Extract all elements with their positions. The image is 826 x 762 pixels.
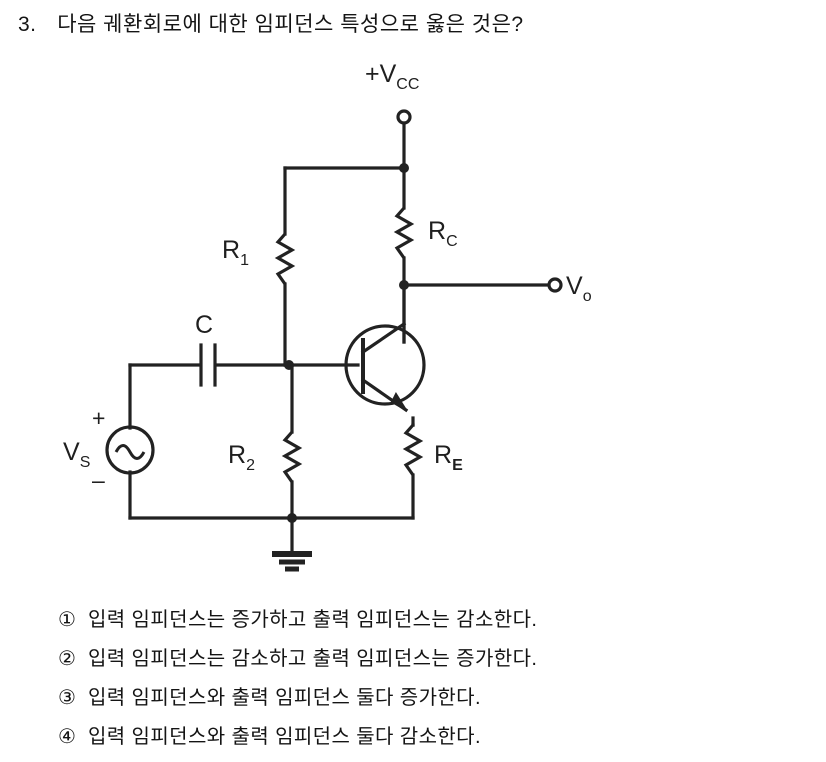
rc-label: RC: [428, 217, 458, 250]
ac-source-symbol: [105, 425, 155, 475]
source-minus-sign: –: [92, 467, 105, 493]
question-number: 3.: [18, 13, 37, 36]
option-3-text: 입력 임피던스와 출력 임피던스 둘다 증가한다.: [88, 687, 481, 709]
resistor-r2: [281, 430, 303, 483]
transistor-envelope: [344, 324, 426, 406]
re-label: RE: [434, 441, 463, 474]
junction-base-node: [284, 360, 294, 370]
vo-label: Vo: [566, 272, 592, 305]
option-2-text: 입력 임피던스는 감소하고 출력 임피던스는 증가한다.: [88, 648, 538, 670]
option-3-marker: ③: [58, 687, 76, 709]
answer-options: ① 입력 임피던스는 증가하고 출력 임피던스는 감소한다. ② 입력 임피던스…: [58, 603, 818, 759]
vo-terminal: [547, 277, 563, 293]
junction-collector-node: [399, 280, 409, 290]
capacitor-label: C: [195, 311, 213, 339]
vcc-label: +VCC: [365, 60, 419, 93]
vcc-terminal: [396, 109, 412, 125]
transistor-emitter-arrow: [390, 391, 407, 411]
resistor-r1: [274, 232, 296, 285]
r1-label: R1: [222, 236, 249, 269]
source-plus-sign: +: [92, 405, 105, 431]
option-4-text: 입력 임피던스와 출력 임피던스 둘다 감소한다.: [88, 726, 481, 748]
r2-label: R2: [228, 441, 255, 474]
option-4[interactable]: ④ 입력 임피던스와 출력 임피던스 둘다 감소한다.: [58, 720, 818, 759]
junction-vcc-node: [399, 163, 409, 173]
resistor-rc: [393, 206, 415, 259]
option-3[interactable]: ③ 입력 임피던스와 출력 임피던스 둘다 증가한다.: [58, 681, 818, 720]
option-2-marker: ②: [58, 648, 76, 670]
resistor-re: [402, 423, 424, 476]
option-1-marker: ①: [58, 609, 76, 631]
ground-symbol: [272, 551, 312, 572]
ac-source-sine-icon: [114, 444, 146, 460]
circuit-figure: +VCC R1 RC R2 RE C Vo VS + –: [0, 52, 826, 597]
junction-ground-node: [287, 513, 297, 523]
option-1[interactable]: ① 입력 임피던스는 증가하고 출력 임피던스는 감소한다.: [58, 603, 818, 642]
option-4-marker: ④: [58, 726, 76, 748]
question-stem: 3. 다음 궤환회로에 대한 임피던스 특성으로 옳은 것은?: [18, 8, 524, 38]
transistor-collector-lead: [360, 321, 407, 355]
vs-label: VS: [63, 438, 90, 471]
option-1-text: 입력 임피던스는 증가하고 출력 임피던스는 감소한다.: [88, 609, 538, 631]
question-text: 다음 궤환회로에 대한 임피던스 특성으로 옳은 것은?: [57, 13, 524, 36]
option-2[interactable]: ② 입력 임피던스는 감소하고 출력 임피던스는 증가한다.: [58, 642, 818, 681]
